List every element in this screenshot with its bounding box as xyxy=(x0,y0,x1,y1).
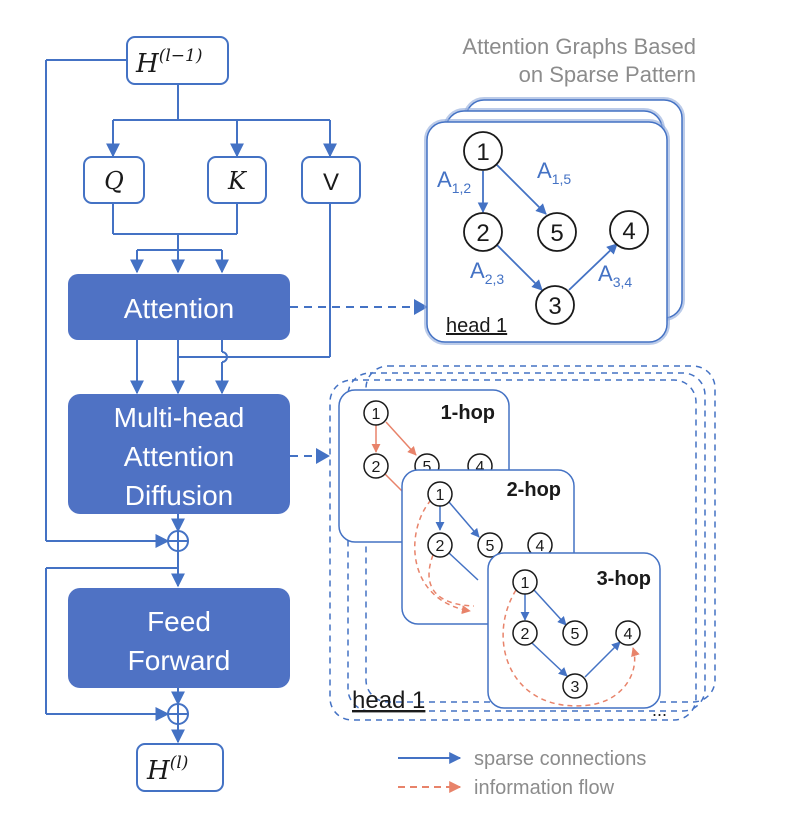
graph-node-3-label: 3 xyxy=(548,293,561,320)
hop2-node-5: 5 xyxy=(486,538,495,555)
hop3-node-1: 1 xyxy=(521,575,530,592)
hop1-node-5: 5 xyxy=(423,459,432,476)
hop3-node-4: 4 xyxy=(624,626,633,643)
mhad-label-1: Multi-head xyxy=(114,402,245,433)
mhad-label-3: Diffusion xyxy=(125,480,233,511)
diffusion-ellipsis: ... xyxy=(652,700,667,720)
graph-node-5-label: 5 xyxy=(550,220,563,247)
hop1-node-2: 2 xyxy=(372,459,381,476)
graph-node-1 xyxy=(463,131,503,171)
ff-label-2: Forward xyxy=(128,645,231,676)
graph-node-4 xyxy=(609,210,649,250)
hop2-node-1: 1 xyxy=(436,487,445,504)
hop2-node-4: 4 xyxy=(536,538,545,555)
hop2-node-2: 2 xyxy=(436,538,445,555)
v-label: V xyxy=(323,169,339,196)
graph-node-2 xyxy=(463,212,503,252)
edge-label-a12: A1,2 xyxy=(437,167,471,196)
hop3-node-5: 5 xyxy=(571,626,580,643)
graph-node-4-label: 4 xyxy=(622,218,635,245)
k-label: K xyxy=(227,167,248,195)
edge-label-a15: A1,5 xyxy=(537,158,571,187)
ff-block xyxy=(68,588,290,688)
legend-sparse-label: sparse connections xyxy=(474,748,646,770)
ff-label-1: Feed xyxy=(147,606,211,637)
hop1-node-4: 4 xyxy=(476,459,485,476)
h-out-label: H(l) xyxy=(146,753,188,786)
edge-label-a23: A2,3 xyxy=(470,258,504,287)
edge-label-a34: A3,4 xyxy=(598,261,632,290)
hop3-label: 3-hop xyxy=(597,568,651,590)
mhad-label-2: Attention xyxy=(124,441,235,472)
h-prev-label: H(l−1) xyxy=(135,46,202,79)
graphs-title-1: Attention Graphs Based xyxy=(462,34,696,59)
diffusion-head-label: head 1 xyxy=(352,687,425,714)
graph-node-2-label: 2 xyxy=(476,220,489,247)
attention-label: Attention xyxy=(124,293,235,324)
h-out-box xyxy=(136,743,224,792)
hop3-node-3: 3 xyxy=(571,679,580,696)
graph-head-label: head 1 xyxy=(446,315,507,337)
graph-node-3 xyxy=(535,285,575,325)
attention-block xyxy=(68,274,290,340)
diffusion-container xyxy=(329,379,697,721)
legend: sparse connections information flow xyxy=(398,748,646,799)
transformer-layer xyxy=(45,36,361,792)
q-label: Q xyxy=(104,167,124,195)
graph-node-5 xyxy=(537,212,577,252)
graphs-title-2: on Sparse Pattern xyxy=(519,62,696,87)
mhad-block xyxy=(68,394,290,514)
hop1-label: 1-hop xyxy=(441,402,495,424)
hop2-label: 2-hop xyxy=(507,479,561,501)
graph-node-1-label: 1 xyxy=(476,139,489,166)
hop3-node-2: 2 xyxy=(521,626,530,643)
hop1-node-1: 1 xyxy=(372,406,381,423)
legend-flow-label: information flow xyxy=(474,777,615,799)
